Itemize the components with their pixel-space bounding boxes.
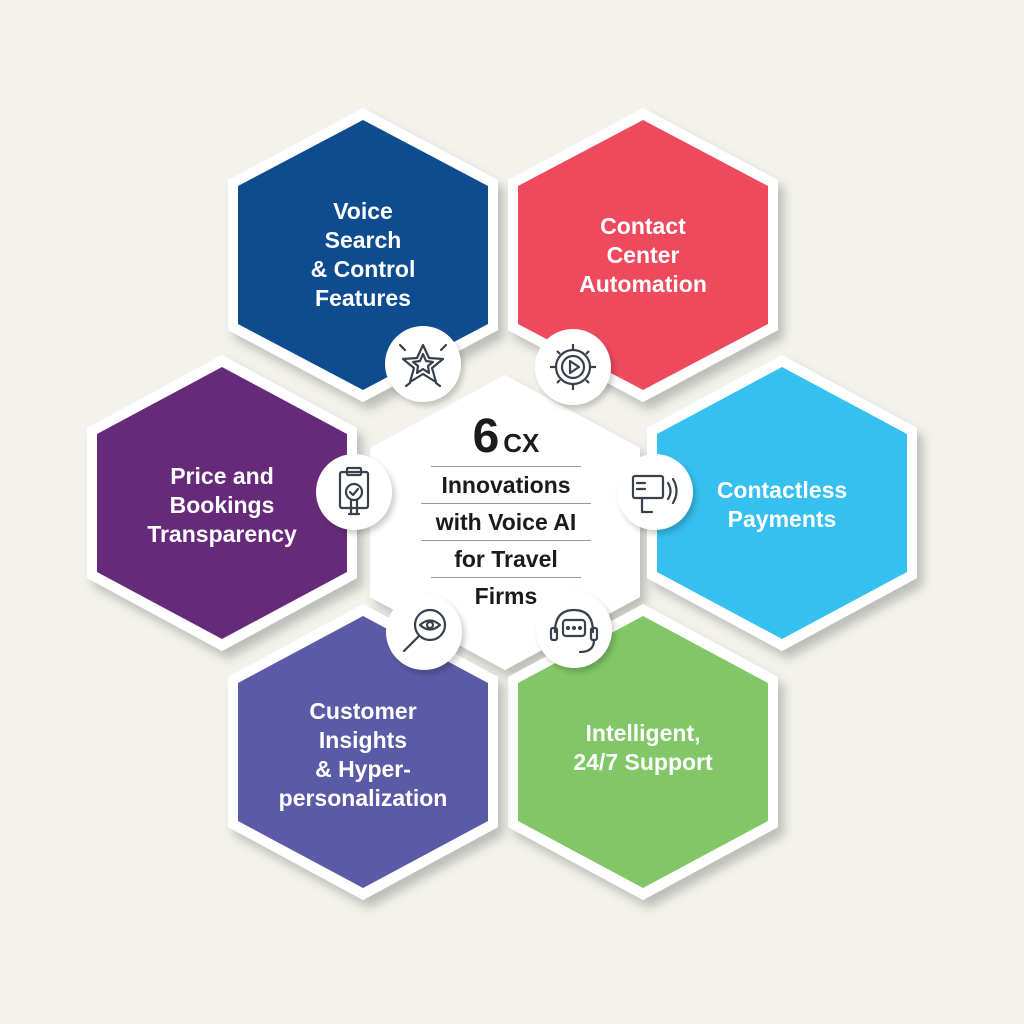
segment-label-contact-center: Contact Center Automation: [579, 212, 707, 297]
segment-contactless-payments: [647, 355, 917, 651]
hexagon-fill: [518, 120, 768, 390]
segment-label-voice-search: Voice Search & Control Features: [310, 198, 416, 311]
divider: [421, 540, 591, 541]
star-badge-icon: [385, 326, 461, 402]
center-line-2: with Voice AI: [435, 509, 577, 535]
gear-play-icon: [535, 329, 611, 405]
center-line-3: for Travel: [454, 546, 558, 572]
clipboard-check-icon: [316, 454, 392, 530]
segment-label-price-transparency: Price and Bookings Transparency: [147, 462, 297, 547]
segment-intelligent-support: [508, 604, 778, 900]
segment-customer-insights: [228, 604, 498, 900]
divider: [431, 577, 581, 578]
center-line-1: Innovations: [441, 472, 571, 498]
headset-chat-icon: [536, 592, 612, 668]
segment-label-intelligent-support: Intelligent, 24/7 Support: [573, 720, 713, 775]
divider: [421, 503, 591, 504]
segment-label-customer-insights: Customer Insights & Hyper- personalizati…: [278, 698, 448, 811]
hexagon-fill: [238, 120, 488, 390]
divider: [431, 466, 581, 467]
segment-price-transparency: [87, 355, 357, 651]
center-cx: CX: [503, 428, 540, 458]
contactless-card-icon: [617, 454, 693, 530]
hexagon-fill: [657, 367, 907, 639]
hexagon-fill: [518, 616, 768, 888]
center-number: 6: [472, 410, 500, 463]
center-line-4: Firms: [474, 583, 538, 609]
segment-contact-center: [508, 108, 778, 402]
magnifier-eye-icon: [386, 594, 462, 670]
hexagon-fill: [238, 616, 488, 888]
hexagon-fill: [97, 367, 347, 639]
segment-label-contactless-payments: Contactless Payments: [716, 477, 848, 532]
